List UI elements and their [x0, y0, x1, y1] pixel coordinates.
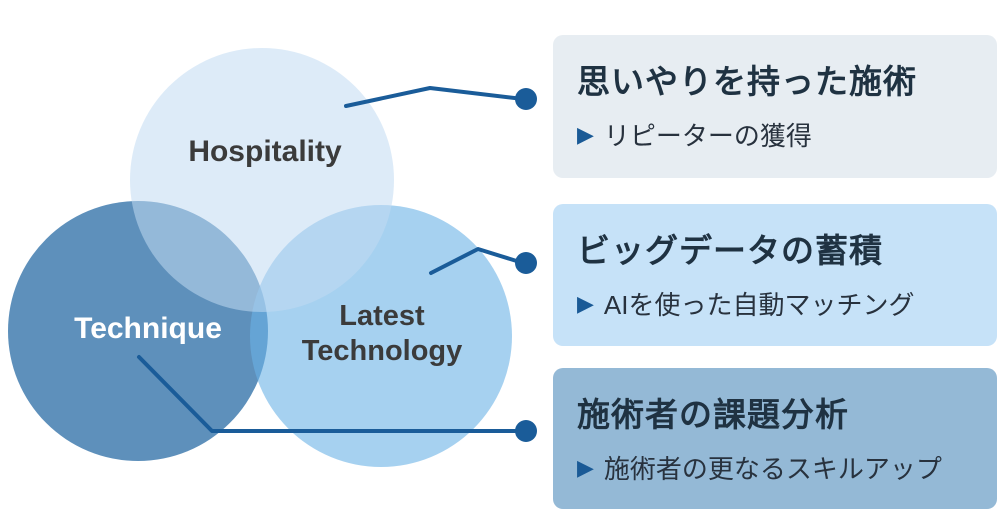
- connector-dot-top: [515, 88, 537, 110]
- connector-dot-middle: [515, 252, 537, 274]
- callout-title: 思いやりを持った施術: [577, 63, 917, 100]
- triangle-bullet-icon: ▶: [577, 454, 594, 480]
- connector-dot-bottom: [515, 420, 537, 442]
- callout-subtitle-row: ▶ 施術者の更なるスキルアップ: [577, 449, 979, 486]
- callout-subtitle-row: ▶ リピーターの獲得: [577, 116, 979, 153]
- latest-technology-label: Latest Technology: [301, 300, 463, 368]
- hospitality-circle: [130, 48, 394, 312]
- hospitality-label: Hospitality: [188, 135, 342, 168]
- triangle-bullet-icon: ▶: [577, 121, 594, 147]
- callout-latest-technology: ビッグデータの蓄積 ▶ AIを使った自動マッチング: [553, 204, 997, 346]
- callout-technique: 施術者の課題分析 ▶ 施術者の更なるスキルアップ: [553, 368, 997, 509]
- callout-title: ビッグデータの蓄積: [577, 232, 883, 269]
- callout-subtitle-row: ▶ AIを使った自動マッチング: [577, 285, 979, 322]
- triangle-bullet-icon: ▶: [577, 290, 594, 316]
- callout-subtitle: リピーターの獲得: [603, 121, 812, 151]
- callout-title: 施術者の課題分析: [577, 396, 849, 433]
- technique-label: Technique: [74, 312, 222, 345]
- callout-hospitality: 思いやりを持った施術 ▶ リピーターの獲得: [553, 35, 997, 178]
- callout-subtitle: 施術者の更なるスキルアップ: [603, 454, 942, 484]
- connector-line-top: [344, 86, 525, 108]
- callout-subtitle: AIを使った自動マッチング: [603, 290, 915, 320]
